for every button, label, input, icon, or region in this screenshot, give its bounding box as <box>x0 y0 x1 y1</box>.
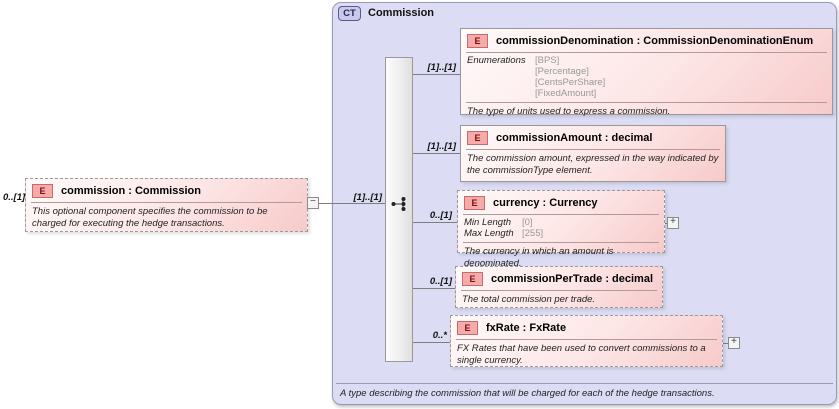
enumeration-values: [BPS] [Percentage] [CentsPerShare] [Fixe… <box>535 55 605 99</box>
element-commissionAmount[interactable]: E commissionAmount : decimal The commiss… <box>460 125 726 182</box>
sequence-group-bar[interactable] <box>385 57 413 362</box>
element-commissionAmount-title: commissionAmount : decimal <box>496 132 653 144</box>
element-commissionDenomination-title: commissionDenomination : CommissionDenom… <box>496 35 814 47</box>
footer-separator <box>336 383 833 384</box>
element-commissionDenomination-description: The type of units used to express a comm… <box>467 106 671 117</box>
expand-button-currency[interactable]: + <box>667 217 679 229</box>
sequence-icon <box>390 196 408 217</box>
connector-fxRate-expand <box>723 343 728 344</box>
cardinality-commissionAmount: [1]..[1] <box>427 141 457 152</box>
max-length-label: Max Length <box>464 228 514 239</box>
element-currency[interactable]: E currency : Currency Min Length [0] Max… <box>457 190 665 269</box>
element-fxRate-description: FX Rates that have been used to convert … <box>457 343 706 366</box>
connector-commission-to-sequence <box>319 203 385 204</box>
enumeration-value: [BPS] <box>535 55 560 66</box>
min-length-label: Min Length <box>464 217 512 228</box>
element-fxRate[interactable]: E fxRate : FxRate FX Rates that have bee… <box>450 315 723 367</box>
element-type-badge-icon: E <box>467 131 488 145</box>
element-commissionPerTrade-title: commissionPerTrade : decimal <box>491 273 654 285</box>
cardinality-fxRate: 0..* <box>432 330 447 341</box>
cardinality-currency: 0..[1] <box>429 210 452 221</box>
element-commission-title: commission : Commission <box>61 185 201 197</box>
separator <box>466 102 827 103</box>
separator <box>456 339 717 340</box>
element-commission[interactable]: E commission : Commission This optional … <box>25 178 308 232</box>
complex-type-description: A type describing the commission that wi… <box>340 388 715 399</box>
connector-commissionAmount <box>413 153 460 154</box>
max-length-value: [255] <box>522 228 544 239</box>
complex-type-badge: CT <box>338 6 361 21</box>
element-commissionPerTrade-description: The total commission per trade. <box>462 294 596 305</box>
enumeration-value: [Percentage] <box>535 66 589 77</box>
separator <box>461 290 657 291</box>
cardinality-sequence-group: [1]..[1] <box>353 192 383 203</box>
element-commissionAmount-description: The commission amount, expressed in the … <box>467 153 719 176</box>
connector-fxRate <box>413 342 450 343</box>
connector-commissionPerTrade <box>413 288 455 289</box>
enumeration-value: [CentsPerShare] <box>535 77 606 88</box>
element-type-badge-icon: E <box>464 196 485 210</box>
cardinality-commissionPerTrade: 0..[1] <box>429 276 452 287</box>
element-commissionDenomination[interactable]: E commissionDenomination : CommissionDen… <box>460 28 833 117</box>
enumeration-value: [FixedAmount] <box>535 88 597 99</box>
separator <box>463 242 659 243</box>
separator <box>466 149 720 150</box>
element-commission-description: This optional component specifies the co… <box>32 206 268 229</box>
element-fxRate-title: fxRate : FxRate <box>486 322 567 334</box>
cardinality-commissionDenomination: [1]..[1] <box>427 62 457 73</box>
connector-currency <box>413 222 457 223</box>
expand-button-fxRate[interactable]: + <box>728 337 740 349</box>
element-type-badge-icon: E <box>32 184 53 198</box>
element-commissionPerTrade[interactable]: E commissionPerTrade : decimal The total… <box>455 266 663 308</box>
separator <box>31 202 302 203</box>
element-type-badge-icon: E <box>467 34 488 48</box>
separator <box>466 52 827 53</box>
separator <box>463 214 659 215</box>
min-length-value: [0] <box>522 217 533 228</box>
element-type-badge-icon: E <box>457 321 478 335</box>
element-currency-title: currency : Currency <box>493 197 598 209</box>
connector-commissionDenomination <box>413 74 460 75</box>
cardinality-commission: 0..[1] <box>3 192 26 203</box>
complex-type-title: Commission <box>368 7 435 19</box>
collapse-button[interactable]: − <box>307 197 319 209</box>
element-currency-description: The currency in which an amount is denom… <box>464 246 614 269</box>
enumerations-label: Enumerations <box>467 55 526 66</box>
element-type-badge-icon: E <box>462 272 483 286</box>
